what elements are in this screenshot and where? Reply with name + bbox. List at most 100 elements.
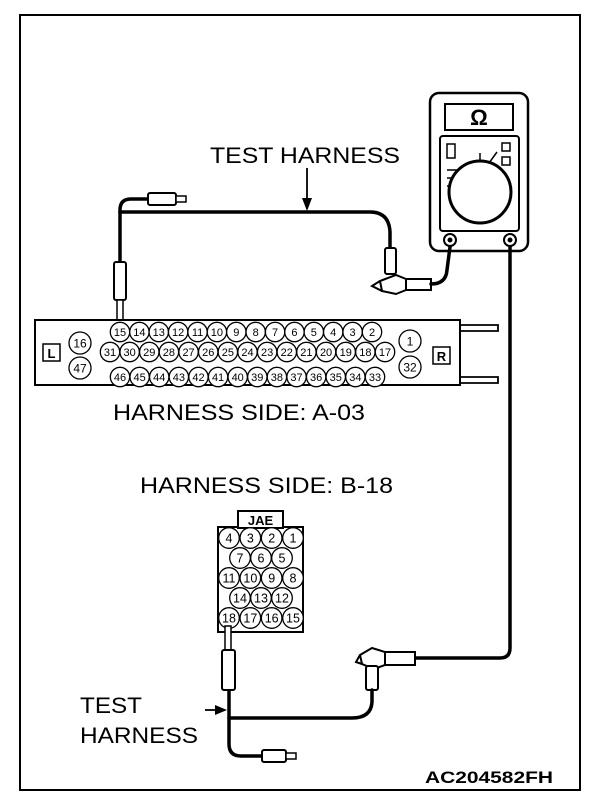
connector-b18-caption: HARNESS SIDE: B-18 <box>140 473 393 498</box>
b18-pin-14-label: 14 <box>233 592 247 606</box>
ohm-symbol: Ω <box>470 105 488 130</box>
a03-pin-3-label: 3 <box>350 327 356 339</box>
a03-pin-14-label: 14 <box>133 327 145 339</box>
connector-b18-maker-tag: JAE <box>248 513 274 528</box>
b18-pin-16-label: 16 <box>265 612 279 626</box>
b18-pin-18-label: 18 <box>222 612 236 626</box>
ohmmeter: Ω <box>428 91 530 253</box>
lower-clip-plug <box>384 651 416 666</box>
b18-pin-5-circle <box>271 547 293 569</box>
lower-harness-probe-tip <box>224 625 232 652</box>
lower-harness-plug-tip <box>285 752 297 760</box>
a03-pin-16-circle <box>68 331 92 355</box>
b18-pin-9-label: 9 <box>268 572 275 586</box>
ohmmeter-dial <box>447 159 513 225</box>
connector-a03-right-mark-box <box>432 346 451 365</box>
a03-pin-26-label: 26 <box>202 347 214 359</box>
a03-pin-27-label: 27 <box>182 347 194 359</box>
a03-pin-36-label: 36 <box>310 372 322 384</box>
upper-harness-wire-probe <box>118 197 150 264</box>
a03-pin-4-label: 4 <box>330 327 336 339</box>
ohmmeter-terminal-left-dot <box>447 237 453 243</box>
b18-pin-13-label: 13 <box>254 592 268 606</box>
a03-pin-21-label: 21 <box>300 347 312 359</box>
a03-pin-1-circle <box>398 329 422 353</box>
a03-pin-33-label: 33 <box>369 372 381 384</box>
a03-pin-9-label: 9 <box>233 327 239 339</box>
connector-a03-caption: HARNESS SIDE: A-03 <box>113 400 365 425</box>
a03-pin-37-label: 37 <box>290 372 302 384</box>
a03-pin-34-label: 34 <box>349 372 361 384</box>
upper-harness-probe <box>113 261 127 301</box>
upper-harness-plug <box>147 192 177 206</box>
figure-id: AC204582FH <box>425 768 553 787</box>
upper-alligator-jaw <box>369 280 383 292</box>
a03-pin-45-label: 45 <box>133 372 145 384</box>
b18-pin-11-circle <box>218 567 240 589</box>
lower-harness-plug <box>261 749 287 763</box>
a03-pin-39-label: 39 <box>251 372 263 384</box>
a03-pin-20-label: 20 <box>320 347 332 359</box>
meter-right-lead <box>413 245 512 660</box>
upper-test-harness-label: TEST HARNESS <box>210 143 400 168</box>
lower-harness-label: HARNESS <box>80 723 198 748</box>
a03-pin-29-label: 29 <box>143 347 155 359</box>
a03-pin-24-label: 24 <box>241 347 253 359</box>
a03-pin-42-label: 42 <box>192 372 204 384</box>
a03-pin-12-label: 12 <box>172 327 184 339</box>
connector-a03-left-mark: L <box>48 346 56 361</box>
connector-a03-tab-bottom <box>460 376 499 384</box>
a03-pin-18-label: 18 <box>359 347 371 359</box>
a03-pin-38-label: 38 <box>271 372 283 384</box>
a03-pin-7-label: 7 <box>272 327 278 339</box>
a03-pin-13-label: 13 <box>153 327 165 339</box>
a03-pin-32-circle <box>398 355 422 379</box>
lower-test-harness <box>221 245 512 763</box>
upper-alligator-clip <box>378 273 407 296</box>
a03-pin-47-label: 47 <box>73 361 87 375</box>
a03-pin-16-label: 16 <box>73 336 87 350</box>
a03-pin-23-label: 23 <box>261 347 273 359</box>
b18-pin-17-label: 17 <box>243 612 257 626</box>
a03-pin-15-label: 15 <box>114 327 126 339</box>
upper-test-harness <box>113 192 452 328</box>
ohmmeter-indicator-top <box>501 142 511 152</box>
b18-pin-2-circle <box>260 527 283 549</box>
a03-pin-31-label: 31 <box>104 347 116 359</box>
a03-pin-10-label: 10 <box>211 327 223 339</box>
a03-pin-2-circle <box>361 321 383 343</box>
a03-pin-2-label: 2 <box>369 327 375 339</box>
upper-clip-probe <box>384 247 397 275</box>
connector-a03-left-mark-box <box>42 343 61 362</box>
b18-pin-12-label: 12 <box>275 592 289 606</box>
b18-pin-11-label: 11 <box>223 572 236 586</box>
a03-pin-5-label: 5 <box>311 327 317 339</box>
a03-pin-22-label: 22 <box>281 347 293 359</box>
ohmmeter-panel <box>439 135 520 232</box>
diagram-frame <box>19 14 581 791</box>
lower-harness-wire-long <box>227 688 374 720</box>
a03-pin-32-label: 32 <box>403 360 417 374</box>
lower-arrow-head <box>215 705 227 715</box>
a03-pin-46-label: 46 <box>114 372 126 384</box>
b18-pin-2-label: 2 <box>268 532 275 546</box>
a03-pin-40-label: 40 <box>232 372 244 384</box>
a03-pin-25-label: 25 <box>222 347 234 359</box>
a03-pin-6-label: 6 <box>291 327 297 339</box>
ohmmeter-display <box>444 103 514 131</box>
a03-pin-30-label: 30 <box>124 347 136 359</box>
a03-pin-28-label: 28 <box>163 347 175 359</box>
lower-harness-wire-plug <box>227 688 264 758</box>
a03-pin-43-label: 43 <box>173 372 185 384</box>
a03-pin-17-circle <box>374 341 396 363</box>
b18-pin-5-label: 5 <box>279 552 286 566</box>
ohmmeter-terminal-right-dot <box>507 237 513 243</box>
connector-a03-tab-top <box>460 324 499 332</box>
ohmmeter-switch <box>446 143 456 159</box>
a03-pin-47-circle <box>68 356 92 380</box>
upper-arrow-head <box>302 198 312 211</box>
a03-pin-44-label: 44 <box>153 372 165 384</box>
b18-pin-7-label: 7 <box>237 552 244 566</box>
ohmmeter-indicator-bottom <box>501 156 511 166</box>
